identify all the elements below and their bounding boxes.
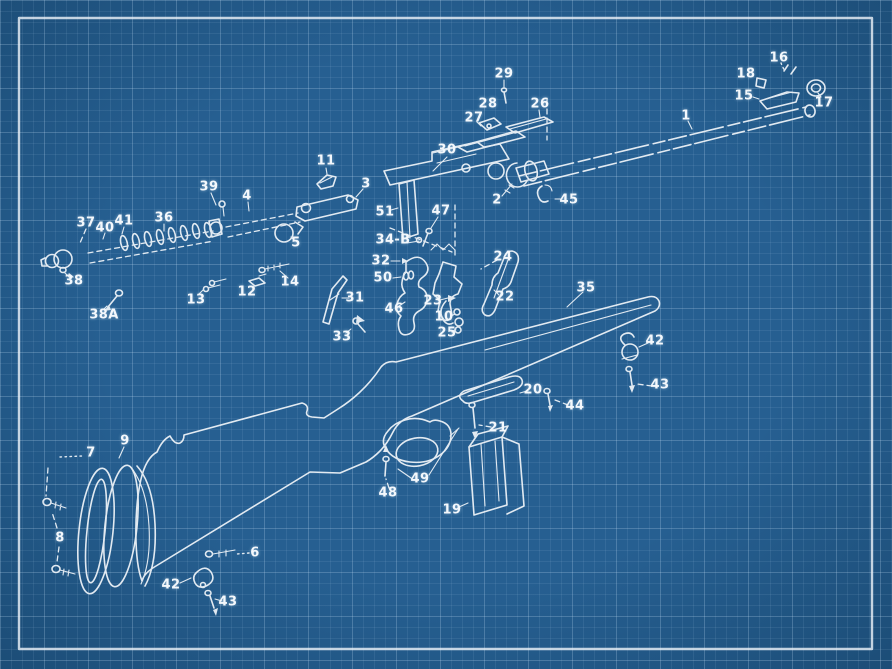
part-label-15: 15 [734, 88, 754, 104]
part-label-45: 45 [559, 192, 579, 208]
part-label-33: 33 [332, 329, 352, 345]
part-label-36: 36 [154, 210, 174, 226]
trigger-hammer-group [390, 236, 520, 336]
part-label-39: 39 [199, 179, 219, 195]
bolt-assembly [295, 160, 563, 222]
part-label-13: 13 [186, 292, 206, 308]
border-frame [17, 16, 874, 651]
part-label-37: 37 [76, 215, 96, 231]
part-label-47: 47 [431, 203, 451, 219]
sling-stud-rear [179, 549, 250, 616]
takedown-small-parts [197, 262, 290, 296]
part-label-11: 11 [316, 153, 336, 169]
part-label-6: 6 [250, 545, 260, 561]
part-label-29: 29 [494, 66, 514, 82]
part-label-7: 7 [86, 445, 96, 461]
part-label-41: 41 [114, 213, 134, 229]
part-label-3: 3 [361, 176, 371, 192]
part-label-46: 46 [384, 301, 404, 317]
part-label-17: 17 [814, 95, 834, 111]
part-label-42: 42 [645, 333, 665, 349]
part-label-44: 44 [565, 398, 585, 414]
part-label-31: 31 [345, 290, 365, 306]
part-label-1: 1 [681, 108, 691, 124]
stock [135, 291, 661, 582]
part-label-38a: 38A [89, 307, 119, 323]
part-label-49: 49 [410, 471, 430, 487]
part-label-51: 51 [375, 204, 395, 220]
part-label-10: 10 [434, 309, 454, 325]
barrel [515, 104, 816, 187]
part-label-5: 5 [291, 235, 301, 251]
part-label-40: 40 [95, 220, 115, 236]
part-label-27: 27 [464, 110, 484, 126]
part-label-19: 19 [442, 502, 462, 518]
part-label-4: 4 [242, 188, 252, 204]
part-label-30: 30 [437, 142, 457, 158]
part-label-21: 21 [488, 420, 508, 436]
trigger-guard [382, 417, 460, 489]
part-label-16: 16 [769, 50, 789, 66]
part-label-48: 48 [378, 485, 398, 501]
part-label-12: 12 [237, 284, 257, 300]
part-label-43: 43 [650, 377, 670, 393]
part-label-18: 18 [736, 66, 756, 82]
part-label-50: 50 [373, 270, 393, 286]
part-label-42: 42 [161, 577, 181, 593]
part-label-2: 2 [492, 192, 502, 208]
part-label-34-b: 34-B [375, 232, 411, 248]
magazine-tube-assembly [40, 192, 304, 311]
part-label-14: 14 [280, 274, 300, 290]
receiver [383, 141, 510, 259]
part-label-43: 43 [218, 594, 238, 610]
part-label-9: 9 [120, 433, 130, 449]
part-label-28: 28 [478, 96, 498, 112]
ejector-parts [322, 275, 366, 334]
buttplate-parts [42, 446, 157, 595]
box-magazine [458, 425, 525, 516]
part-label-35: 35 [576, 280, 596, 296]
muzzle-sight-parts [752, 62, 826, 110]
part-label-22: 22 [495, 289, 515, 305]
part-label-38: 38 [64, 273, 84, 289]
part-label-25: 25 [437, 325, 457, 341]
part-label-32: 32 [371, 253, 391, 269]
part-label-26: 26 [530, 96, 550, 112]
part-label-8: 8 [55, 530, 65, 546]
part-label-23: 23 [423, 293, 443, 309]
buffer-plate-parts [458, 375, 569, 439]
sling-stud-front [619, 332, 653, 393]
part-label-20: 20 [523, 382, 543, 398]
part-label-24: 24 [493, 249, 513, 265]
